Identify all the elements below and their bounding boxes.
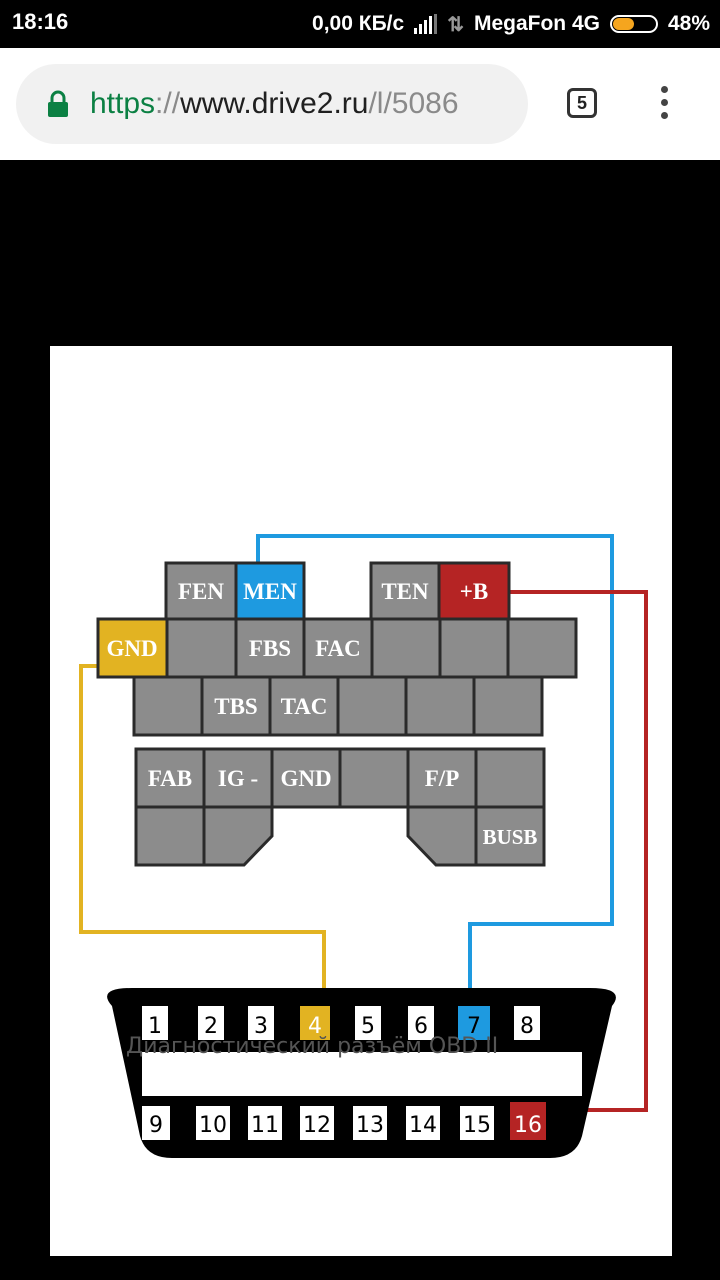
diag-block-row2 xyxy=(96,617,578,679)
label-fab: FAB xyxy=(148,766,192,791)
label-tac: TAC xyxy=(281,694,328,719)
pin-10: 10 xyxy=(199,1113,227,1138)
page-content[interactable]: FEN MEN TEN +B GND FBS FAC TBS TAC FAB I… xyxy=(0,160,720,1280)
diagram-image[interactable]: FEN MEN TEN +B GND FBS FAC TBS TAC FAB I… xyxy=(50,346,672,1256)
network-speed: 0,00 КБ/с xyxy=(312,12,405,35)
pin-16: 16 xyxy=(514,1113,542,1138)
wire-b-red xyxy=(508,590,648,1112)
obd-inner-slot xyxy=(142,1052,582,1096)
obd-top-pins: 1 2 3 4 5 6 7 8 xyxy=(142,1006,540,1040)
url-host: www.drive2.ru xyxy=(180,87,369,120)
label-ig-minus: IG - xyxy=(218,766,258,791)
data-arrows-icon: ⇅ xyxy=(447,13,464,36)
tabs-button[interactable]: 5 xyxy=(567,88,597,118)
label-busb: BUSB xyxy=(483,825,538,849)
status-indicators: 0,00 КБ/с ⇅ MegaFon 4G 48% xyxy=(312,9,710,39)
battery-icon xyxy=(609,15,658,33)
battery-fill xyxy=(612,18,635,30)
wire-men-blue xyxy=(256,534,614,1018)
pin-15: 15 xyxy=(463,1113,491,1138)
pin-3: 3 xyxy=(254,1014,268,1039)
pin-12: 12 xyxy=(303,1113,331,1138)
signal-icon xyxy=(414,14,438,34)
diagram-caption: Диагностический разъём OBD II xyxy=(126,1034,499,1059)
label-plus-b: +B xyxy=(460,579,488,604)
pin-2: 2 xyxy=(204,1014,218,1039)
url-bar[interactable]: https://www.drive2.ru/l/5086 xyxy=(16,64,528,144)
pin-7: 7 xyxy=(467,1014,481,1039)
pin-4: 4 xyxy=(308,1014,322,1039)
pin-5: 5 xyxy=(361,1014,375,1039)
tab-count: 5 xyxy=(576,92,587,113)
label-fac: FAC xyxy=(315,636,361,661)
label-men: MEN xyxy=(243,579,297,604)
pin-14: 14 xyxy=(409,1113,437,1138)
label-tbs: TBS xyxy=(214,694,257,719)
pin-1: 1 xyxy=(148,1014,162,1039)
carrier-name: MegaFon 4G xyxy=(473,12,600,35)
label-gnd-yellow: GND xyxy=(106,636,157,661)
status-bar: 18:16 0,00 КБ/с ⇅ MegaFon 4G 48% xyxy=(0,0,720,48)
diag-block-top xyxy=(164,561,511,621)
pin-9: 9 xyxy=(149,1113,163,1138)
label-fen: FEN xyxy=(178,579,224,604)
diag-block-lower xyxy=(134,747,546,867)
url-scheme: https xyxy=(90,87,156,120)
obd-diagram: FEN MEN TEN +B GND FBS FAC TBS TAC FAB I… xyxy=(79,534,648,1158)
label-fbs: FBS xyxy=(249,636,291,661)
obd-bottom-pins: 9 10 11 12 13 14 15 16 xyxy=(142,1102,546,1140)
label-gnd: GND xyxy=(280,766,331,791)
url-path: /l/5086 xyxy=(368,87,459,120)
pin-6: 6 xyxy=(414,1014,428,1039)
label-fp: F/P xyxy=(425,766,460,791)
diag-block-row3 xyxy=(132,675,544,737)
more-vert-icon[interactable] xyxy=(652,86,676,126)
url-text[interactable]: https://www.drive2.ru/l/5086 xyxy=(90,87,459,121)
browser-toolbar: https://www.drive2.ru/l/5086 5 xyxy=(0,48,720,160)
status-time: 18:16 xyxy=(12,9,69,34)
pin-8: 8 xyxy=(520,1014,534,1039)
lock-icon[interactable] xyxy=(44,90,72,118)
pin-11: 11 xyxy=(251,1113,279,1138)
battery-percent: 48% xyxy=(667,12,710,35)
pin-13: 13 xyxy=(356,1113,384,1138)
label-ten: TEN xyxy=(381,579,429,604)
url-separator: :// xyxy=(155,87,181,120)
